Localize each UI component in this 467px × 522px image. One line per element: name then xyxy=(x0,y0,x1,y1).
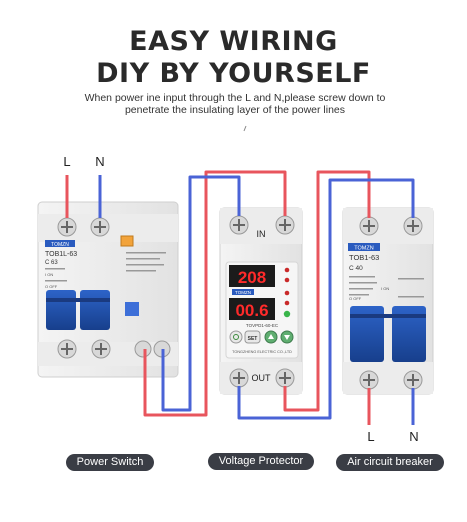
power-switch-device: TOMZN TOB1L-63 C 63 I ON O OFF xyxy=(37,201,179,378)
arrow-down-icon xyxy=(284,335,290,340)
decorative-mark xyxy=(243,125,247,132)
rating-label: C 40 xyxy=(349,265,363,272)
led-indicator xyxy=(284,290,290,296)
current-display xyxy=(229,298,275,320)
output-n-label: N xyxy=(409,429,418,444)
indicator-window xyxy=(125,302,139,316)
input-n-label: N xyxy=(95,154,104,169)
led-indicator xyxy=(284,300,290,306)
brand-badge xyxy=(232,289,254,295)
led-indicator xyxy=(284,277,290,283)
on-label: I ON xyxy=(45,272,53,277)
maker-label: TONGZHENG ELECTRIC CO.,LTD xyxy=(232,350,292,354)
in-label: IN xyxy=(257,229,266,239)
out-label: OUT xyxy=(252,373,272,383)
toggle-lever[interactable] xyxy=(350,306,384,362)
power-led xyxy=(283,310,291,318)
set-button[interactable] xyxy=(244,330,261,344)
model-label: TOVPD1-60-EC xyxy=(246,323,279,328)
brand-badge xyxy=(45,240,75,247)
brand-badge xyxy=(348,243,380,251)
air-breaker-caption: Air circuit breaker xyxy=(336,454,444,471)
air-breaker-device: TOMZN TOB1-63 C 40 I ON O OFF xyxy=(342,207,434,395)
brand-label: TOMZN xyxy=(235,290,251,295)
rating-label: C 63 xyxy=(45,260,58,266)
voltage-protector-caption: Voltage Protector xyxy=(208,453,314,470)
voltage-protector-device: IN 208 00.6 TOMZN TOVPD1-60-EC SET TONGZ… xyxy=(219,207,303,395)
power-switch-caption: Power Switch xyxy=(66,454,154,471)
voltage-readout: 208 xyxy=(238,268,266,287)
arrow-up-icon xyxy=(268,334,274,339)
headline-line-1: EASY WIRING xyxy=(129,26,338,57)
current-readout: 00.6 xyxy=(235,301,268,320)
toggle-lever[interactable] xyxy=(46,290,76,330)
test-button[interactable] xyxy=(120,235,134,247)
protector-to-breaker-neutral-wire xyxy=(237,178,415,420)
off-label: O OFF xyxy=(45,284,58,289)
off-label: O OFF xyxy=(349,296,362,301)
led-indicator xyxy=(284,267,290,273)
model-label: TOB1-63 xyxy=(349,253,379,262)
output-l-label: L xyxy=(367,429,374,444)
input-l-label: L xyxy=(63,154,70,169)
voltage-display xyxy=(229,265,275,287)
model-label: TOB1L-63 xyxy=(45,251,77,258)
brand-label: TOMZN xyxy=(354,246,373,252)
set-button-label: SET xyxy=(248,336,258,342)
instruction-line-2: penetrate the insulating layer of the po… xyxy=(124,104,346,116)
brand-label: TOMZN xyxy=(51,242,69,248)
headline-line-2: DIY BY YOURSELF xyxy=(96,58,371,89)
switch-to-protector-live-wire xyxy=(143,170,287,417)
instruction-line-1: When power ine input through the L and N… xyxy=(84,92,386,104)
switch-to-protector-neutral-wire xyxy=(161,175,241,412)
wires xyxy=(65,170,415,425)
toggle-lever[interactable] xyxy=(392,306,426,362)
power-button[interactable] xyxy=(229,330,243,344)
toggle-lever[interactable] xyxy=(80,290,110,330)
on-label: I ON xyxy=(381,286,389,291)
